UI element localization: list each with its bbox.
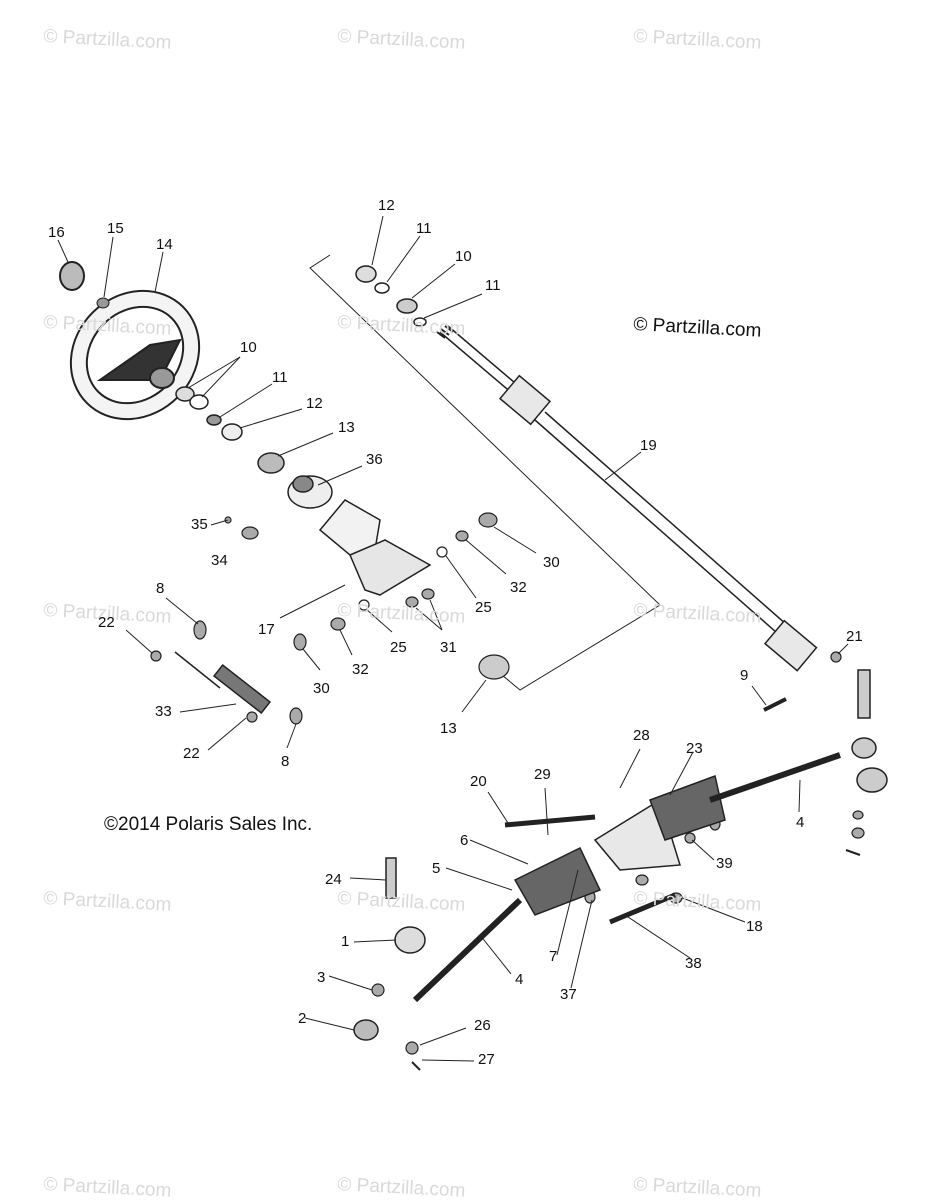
callout-label: 29: [534, 766, 551, 783]
callout-label: 9: [740, 667, 749, 684]
callout-label: 34: [211, 552, 228, 569]
callout-label: 22: [98, 614, 115, 631]
callout-label: 4: [796, 814, 805, 831]
callout-label: 32: [352, 661, 369, 678]
bushing-1: [394, 926, 426, 954]
leader-lines: [57, 215, 849, 1062]
callout-label: 19: [640, 437, 657, 454]
callout-label: 2: [298, 1010, 307, 1027]
callout-label: 12: [306, 395, 323, 412]
callout-label: 20: [470, 773, 487, 790]
callout-label: 13: [440, 720, 457, 737]
flange-36: [287, 475, 333, 509]
callout-label: 17: [258, 621, 275, 638]
callout-label: 16: [48, 224, 65, 241]
callout-label: 12: [378, 197, 395, 214]
callout-label: 5: [432, 860, 441, 877]
cotter-pin-27: [411, 1061, 421, 1071]
callout-label: 25: [390, 639, 407, 656]
gas-strut-33: [174, 651, 272, 715]
callout-label: 39: [716, 855, 733, 872]
callout-label: 30: [313, 680, 330, 697]
callout-label: 28: [633, 727, 650, 744]
callout-label: 10: [455, 248, 472, 265]
callout-label: 14: [156, 236, 173, 253]
steering-rack: [412, 737, 888, 1003]
copyright-text: ©2014 Polaris Sales Inc.: [104, 814, 313, 835]
callout-label: 37: [560, 986, 577, 1003]
callout-label: 27: [478, 1051, 495, 1068]
callout-label: 36: [366, 451, 383, 468]
bolts: [385, 669, 871, 925]
callout-label: 32: [510, 579, 527, 596]
callout-label: 4: [515, 971, 524, 988]
steering-shaft-19: [436, 325, 818, 672]
column-bracket-17: [318, 499, 432, 596]
callout-label: 21: [846, 628, 863, 645]
callout-label: 35: [191, 516, 208, 533]
nut-15: [96, 297, 110, 309]
callout-label: 8: [281, 753, 290, 770]
callout-label: 11: [485, 277, 501, 294]
callout-label: 33: [155, 703, 172, 720]
callout-label: 26: [474, 1017, 491, 1034]
shaft-bracket-line: [309, 254, 661, 691]
callout-label: 6: [460, 832, 469, 849]
callout-label: 22: [183, 745, 200, 762]
callout-label: 38: [685, 955, 702, 972]
callout-label: 11: [416, 220, 432, 237]
callout-label: 31: [440, 639, 457, 656]
callout-label: 7: [549, 948, 558, 965]
callout-label: 23: [686, 740, 703, 757]
cotter-pin-right: [845, 849, 861, 856]
horn-cover-16: [59, 261, 85, 291]
small-fasteners: [150, 512, 865, 1055]
callout-label: 8: [156, 580, 165, 597]
wheel-seals: [175, 386, 285, 474]
callout-label: 3: [317, 969, 326, 986]
tie-rod-end-2: [353, 1019, 379, 1041]
callout-label: 15: [107, 220, 124, 237]
callout-label: 30: [543, 554, 560, 571]
callout-label: 10: [240, 339, 257, 356]
top-seals: [355, 265, 427, 327]
callout-label: 24: [325, 871, 342, 888]
callout-label: 11: [272, 369, 288, 386]
callout-label: 25: [475, 599, 492, 616]
callout-label: 13: [338, 419, 355, 436]
callout-label: 1: [341, 933, 350, 950]
steering-wheel-14: [69, 289, 201, 421]
callout-label: 18: [746, 918, 763, 935]
